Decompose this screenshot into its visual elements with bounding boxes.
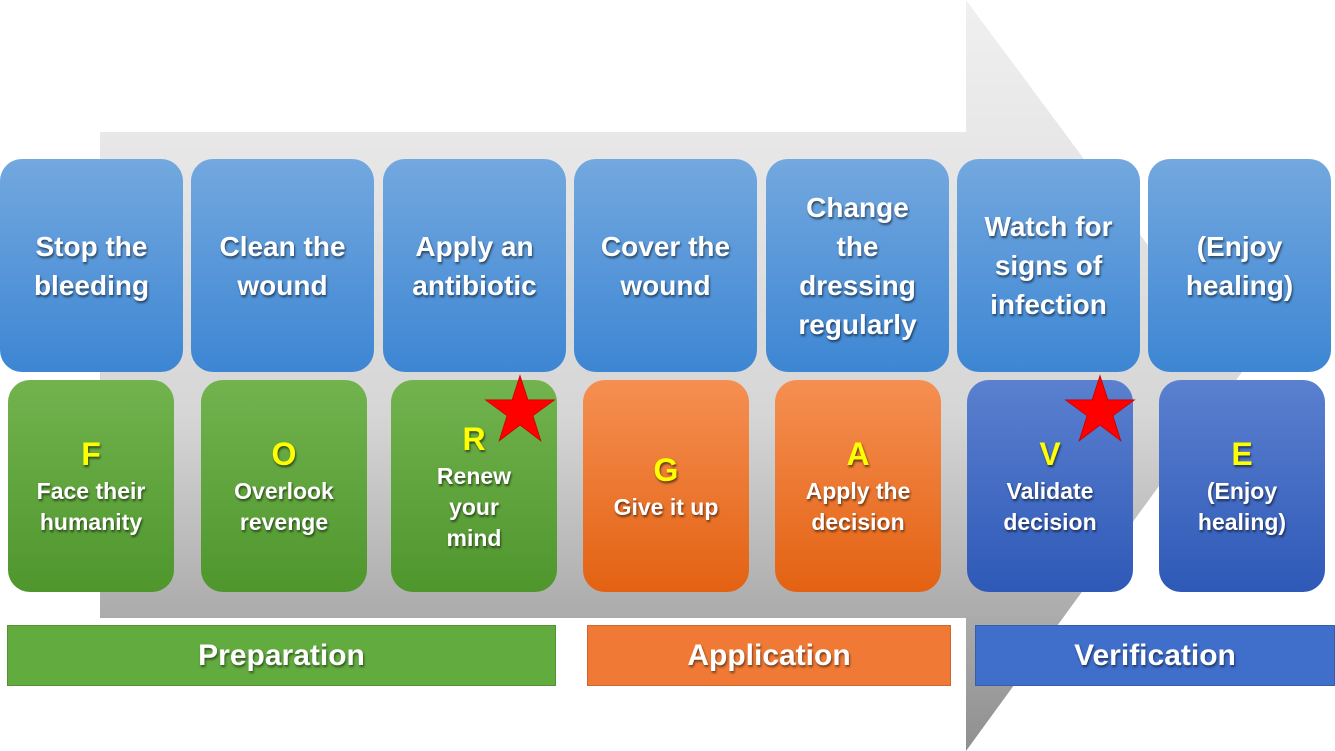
acronym-letter: O <box>271 436 297 472</box>
step-cover-wound: Cover the wound <box>574 159 757 372</box>
phase-application: Application <box>587 625 951 686</box>
step-apply-antibiotic: Apply an antibiotic <box>383 159 566 372</box>
step-enjoy-healing: (Enjoy healing) <box>1148 159 1331 372</box>
acronym-text: Apply the decision <box>805 478 911 535</box>
acronym-letter: A <box>846 436 870 472</box>
acronym-f: F Face their humanity <box>8 380 174 592</box>
phase-preparation: Preparation <box>7 625 556 686</box>
acronym-letter: V <box>1039 436 1061 472</box>
step-clean-wound: Clean the wound <box>191 159 374 372</box>
acronym-r: R Renew your mind <box>391 380 557 592</box>
acronym-letter: G <box>653 451 679 488</box>
acronym-text: (Enjoy healing) <box>1197 478 1287 535</box>
step-change-dressing: Change the dressing regularly <box>766 159 949 372</box>
star-icon <box>484 374 556 442</box>
acronym-o: O Overlook revenge <box>201 380 367 592</box>
star-icon <box>1064 374 1136 442</box>
acronym-a: A Apply the decision <box>775 380 941 592</box>
acronym-letter: F <box>81 436 101 472</box>
acronym-text: Overlook revenge <box>234 478 334 535</box>
acronym-text: Face their humanity <box>36 478 146 535</box>
step-watch-infection: Watch for signs of infection <box>957 159 1140 372</box>
acronym-g: G Give it up <box>583 380 749 592</box>
phase-verification: Verification <box>975 625 1335 686</box>
acronym-letter: E <box>1231 436 1253 472</box>
step-stop-bleeding: Stop the bleeding <box>0 159 183 372</box>
acronym-e: E (Enjoy healing) <box>1159 380 1325 592</box>
acronym-text: Give it up <box>613 493 719 520</box>
acronym-text: Renew your mind <box>436 462 512 551</box>
acronym-letter: R <box>462 420 486 457</box>
acronym-text: Validate decision <box>1003 478 1097 535</box>
